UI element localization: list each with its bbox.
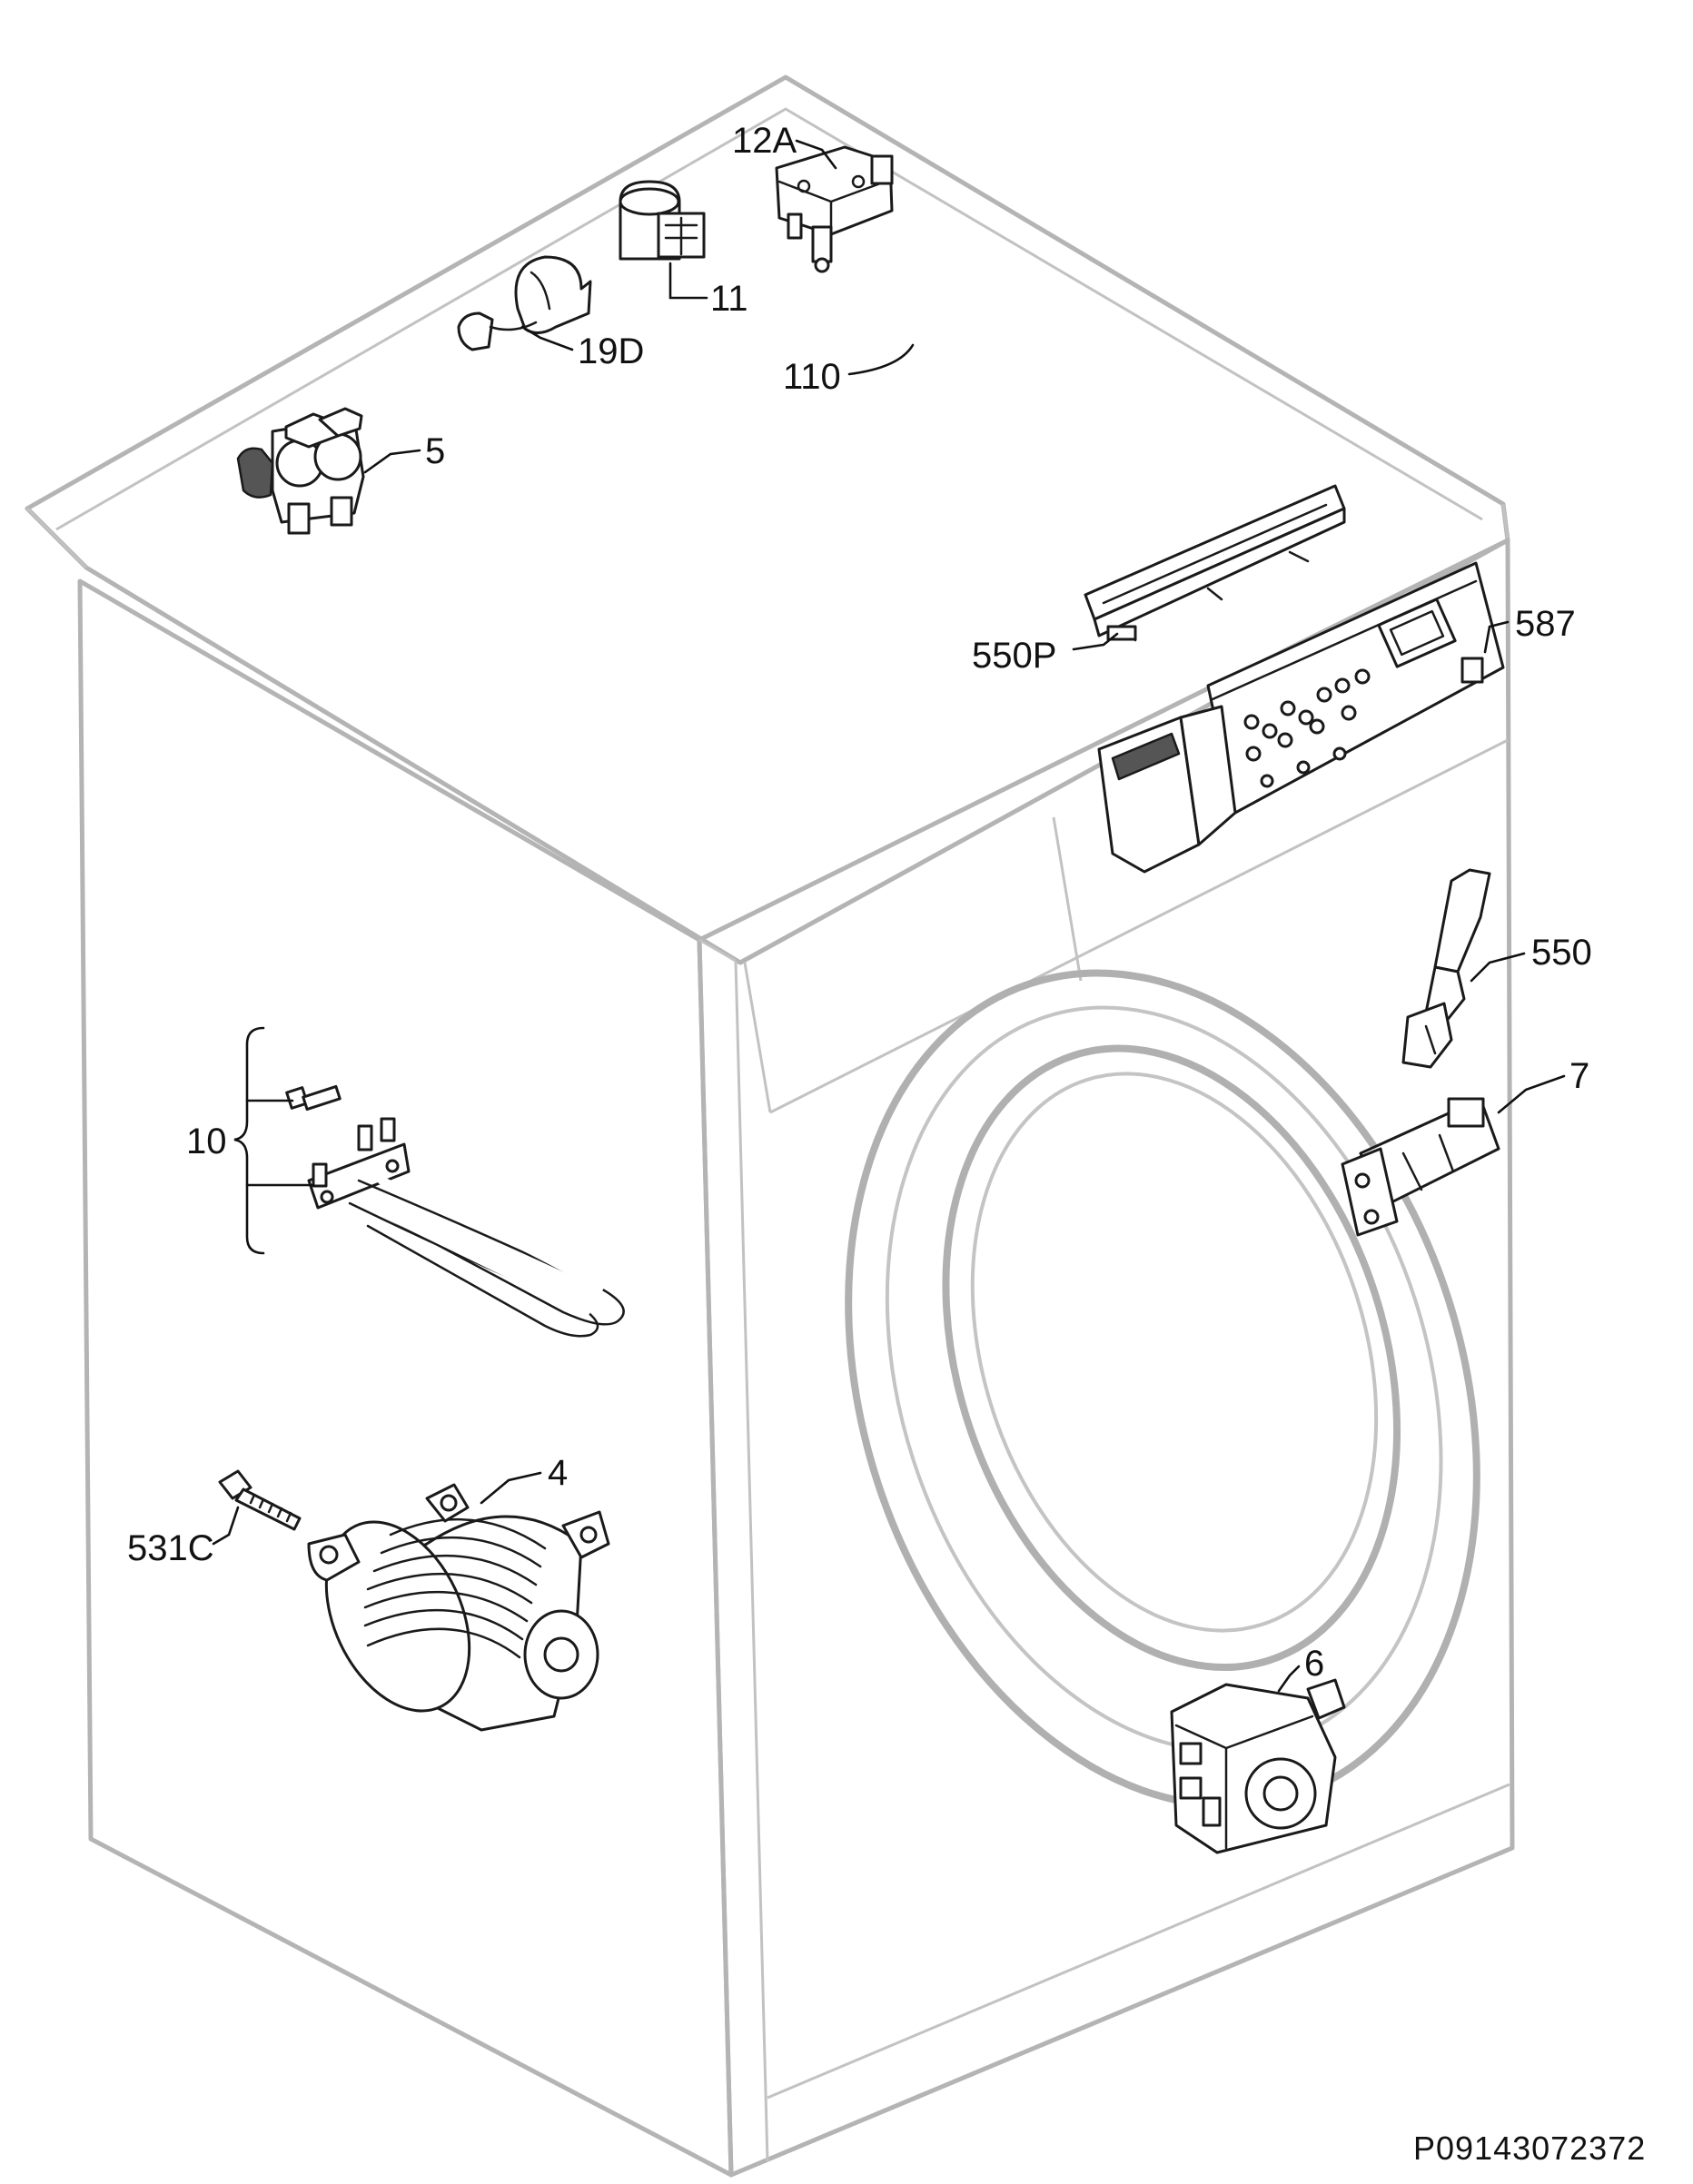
leader-10-brace bbox=[233, 1026, 265, 1255]
door-glass bbox=[942, 1044, 1401, 1671]
leader-110 bbox=[847, 343, 915, 376]
module-components bbox=[1243, 657, 1484, 788]
leader-4 bbox=[480, 1471, 542, 1505]
part-pressure-switch[interactable] bbox=[775, 145, 894, 273]
part-drain-pump[interactable] bbox=[1170, 1678, 1346, 1854]
door bbox=[845, 969, 1480, 1810]
leader-531C bbox=[212, 1506, 240, 1546]
drawing-id: P09143072372 bbox=[1413, 2130, 1646, 2167]
part-electronic-module[interactable] bbox=[1097, 561, 1505, 874]
callout-4: 4 bbox=[548, 1453, 568, 1493]
part-door-lock[interactable] bbox=[1341, 1097, 1500, 1237]
callout-12A: 12A bbox=[732, 121, 797, 161]
part-heater[interactable] bbox=[285, 1084, 625, 1338]
part-pump-motor[interactable] bbox=[298, 1483, 610, 1734]
leader-19D bbox=[520, 325, 574, 351]
part-capacitor[interactable] bbox=[619, 180, 706, 261]
leader-550P bbox=[1072, 632, 1119, 651]
callout-550: 550 bbox=[1531, 933, 1592, 973]
leader-587 bbox=[1483, 620, 1510, 654]
part-seal-clip[interactable] bbox=[457, 255, 592, 351]
part-screw[interactable] bbox=[218, 1469, 302, 1531]
callout-587: 587 bbox=[1515, 604, 1576, 644]
callout-7: 7 bbox=[1569, 1056, 1589, 1096]
door-glass-inner bbox=[970, 1072, 1379, 1633]
heater-bolt bbox=[285, 1084, 342, 1112]
leader-6 bbox=[1277, 1665, 1301, 1693]
part-door-handle[interactable] bbox=[1401, 868, 1491, 1069]
callout-5: 5 bbox=[425, 431, 445, 471]
leader-550 bbox=[1470, 952, 1526, 983]
callout-11: 11 bbox=[710, 279, 748, 319]
cabinet-plinth bbox=[767, 1783, 1510, 2100]
part-inlet-valve[interactable] bbox=[236, 407, 365, 535]
control-panel-band bbox=[743, 738, 1509, 1114]
cabinet-side bbox=[77, 578, 734, 2178]
leader-11 bbox=[668, 262, 708, 300]
washing-machine-cabinet bbox=[25, 74, 1515, 2178]
callout-labels: 12A 11 19D 110 5 550P 587 550 7 10 4 531… bbox=[127, 121, 1592, 1684]
callout-10: 10 bbox=[186, 1122, 227, 1161]
leader-5 bbox=[363, 449, 421, 474]
cabinet-top-lip bbox=[25, 107, 1510, 569]
leader-7 bbox=[1497, 1074, 1566, 1114]
callout-550P: 550P bbox=[972, 636, 1056, 676]
callout-531C: 531C bbox=[127, 1528, 214, 1568]
part-panel-cover[interactable] bbox=[1084, 484, 1346, 642]
callout-6: 6 bbox=[1304, 1644, 1324, 1684]
callout-19D: 19D bbox=[578, 331, 644, 371]
cabinet-edge bbox=[698, 938, 769, 2162]
door-outer-ring bbox=[845, 969, 1480, 1810]
leader-lines bbox=[212, 139, 1566, 1693]
part-hose[interactable] bbox=[827, 285, 1039, 508]
callout-110: 110 bbox=[783, 357, 841, 397]
leader-12A bbox=[795, 139, 837, 170]
